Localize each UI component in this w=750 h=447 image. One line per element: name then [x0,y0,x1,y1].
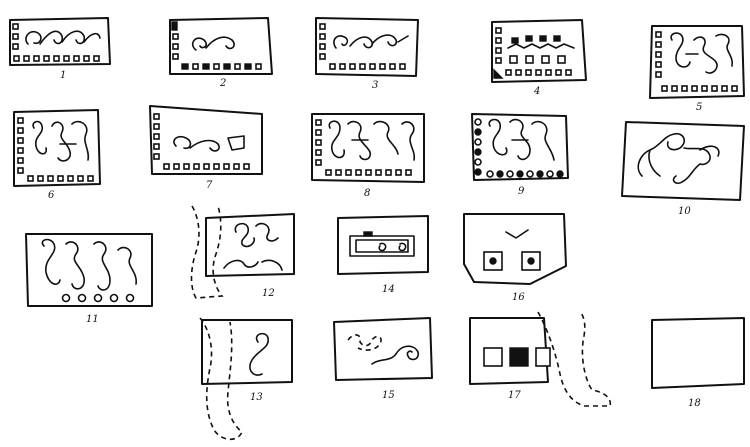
figure-3: 3 [315,17,419,91]
border-squares [315,119,412,176]
figure-13: 13 [199,317,293,441]
figure-1: 1 [9,17,111,81]
border-squares [171,21,262,70]
figure-16: 16 [463,213,567,303]
figure-4: 4 [491,19,587,97]
figure-10: 10 [621,121,745,217]
black-square [363,231,373,237]
figure-17: 17 [469,311,612,407]
figure-number: 2 [219,78,226,89]
figure-6: 6 [13,109,101,201]
figure-number: 17 [508,390,521,401]
figure-15: 15 [333,317,433,401]
scroll-motif [223,222,283,271]
border-circles [61,293,135,303]
figure-7: 7 [149,105,263,191]
scroll-motif [32,120,90,162]
border-squares [153,113,250,170]
border-squares [319,23,406,70]
border-squares [17,117,94,182]
figure-number: 9 [518,186,525,197]
chevron-motif [505,229,529,239]
figure-number: 5 [696,102,702,113]
scroll-motif [328,120,416,161]
white-square [535,347,551,367]
scroll-motif [191,36,235,51]
scroll-motif [41,238,137,291]
figure-number: 14 [382,284,395,295]
figure-8: 8 [311,113,425,199]
figure-number: 16 [512,292,525,303]
figure-14: 14 [337,215,429,295]
figure-2: 2 [169,17,273,89]
leg-outline [537,311,612,407]
border-squares [12,23,100,62]
scroll-motif [637,132,720,185]
white-square [483,347,503,367]
figure-11: 11 [25,233,153,325]
frame-motif [349,235,415,257]
scroll-motif [333,34,409,49]
figure-number: 8 [364,188,370,199]
scroll-motif [371,345,420,365]
figure-9: 9 [471,113,569,197]
black-square [509,347,529,367]
figure-number: 7 [206,180,213,191]
figure-number: 10 [678,206,691,217]
scroll-motif [25,30,101,45]
scroll-motif [249,332,269,376]
figure-number: 13 [250,392,263,403]
leg-outline [199,317,243,441]
figure-number: 3 [372,80,378,91]
figure-number: 6 [48,190,55,201]
faded-motif [347,334,382,351]
figure-number: 4 [533,86,540,97]
figure-18: 18 [651,317,745,409]
figure-number: 15 [382,390,395,401]
figure-number: 12 [262,288,275,299]
border-beads [474,118,564,178]
figure-number: 18 [688,398,701,409]
border-squares [493,27,572,79]
scroll-motif [173,135,245,152]
scroll-motif [488,118,555,161]
zigzag-line [507,43,575,49]
scroll-motif [670,32,734,74]
figure-12: 12 [190,205,295,299]
figure-number: 1 [60,70,66,81]
border-squares [655,31,738,92]
spiral-motif [378,242,407,252]
figure-number: 11 [86,314,99,325]
figure-5: 5 [649,25,745,113]
